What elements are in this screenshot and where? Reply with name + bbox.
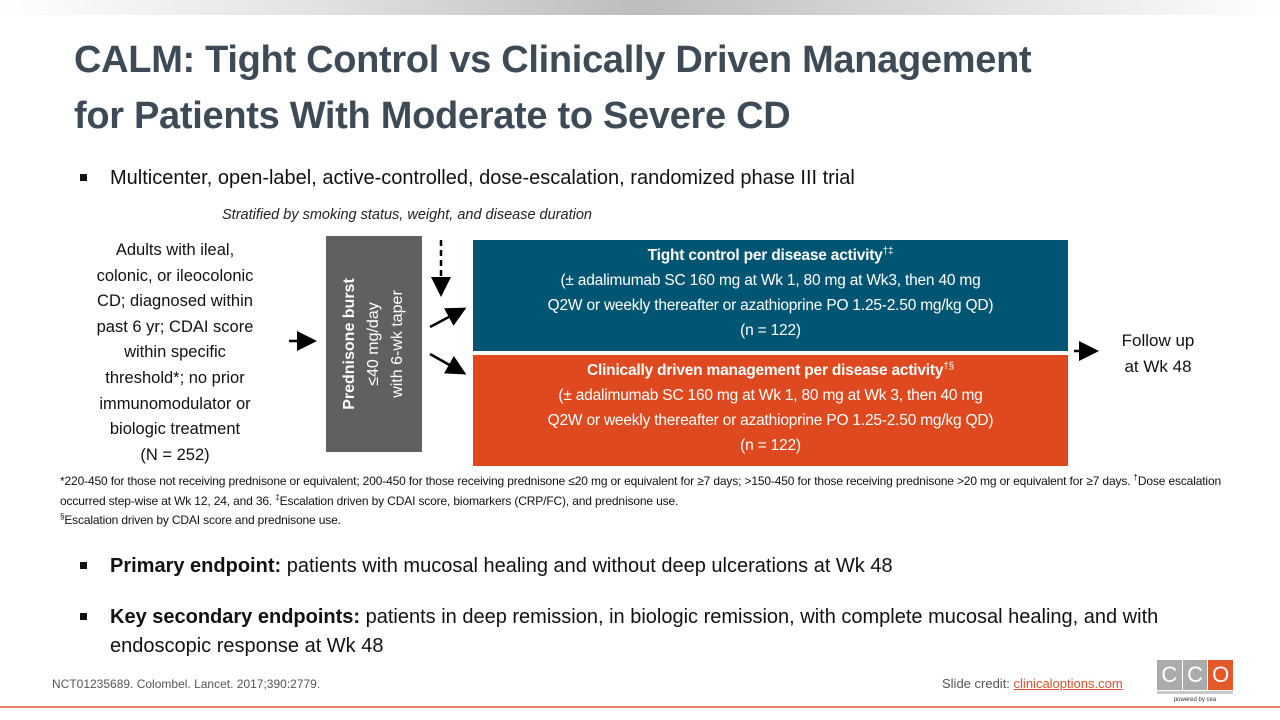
prednisone-box: Prednisone burst ≤40 mg/day with 6-wk ta… — [326, 236, 422, 452]
follow-up-label: Follow up at Wk 48 — [1108, 328, 1208, 380]
arm-title: Clinically driven management per disease… — [586, 362, 944, 379]
prednisone-line: with 6-wk taper — [389, 290, 406, 398]
population-line: (N = 252) — [140, 445, 210, 464]
footnotes: *220-450 for those not receiving prednis… — [60, 472, 1230, 531]
bullet-marker — [80, 174, 87, 181]
population-line: within specific — [124, 343, 226, 362]
bullet-label: Primary endpoint: — [110, 555, 282, 577]
logo-letter: C — [1182, 660, 1209, 690]
footnote-mark: ‡ — [275, 492, 280, 502]
bullet-text: patients in deep remission, in biologic … — [110, 606, 1159, 657]
top-gradient-bar — [0, 0, 1280, 15]
population-line: colonic, or ileocolonic — [96, 266, 254, 285]
slide-credit: Slide credit: clinicaloptions.com — [942, 676, 1123, 691]
arm-footnote-mark: †§ — [943, 360, 955, 372]
arm-line: Q2W or weekly thereafter or azathioprine… — [547, 297, 994, 314]
population-line: threshold*; no prior — [105, 368, 245, 387]
cco-logo: C C O powered by cea — [1157, 660, 1234, 703]
bullet-text: patients with mucosal healing and withou… — [281, 555, 893, 577]
stratification-note: Stratified by smoking status, weight, an… — [222, 207, 592, 223]
arm-line: Q2W or weekly thereafter or azathioprine… — [547, 412, 994, 429]
follow-up-line: Follow up — [1121, 331, 1195, 350]
prednisone-line: ≤40 mg/day — [365, 302, 382, 386]
footnote: Escalation driven by CDAI score and pred… — [64, 513, 341, 527]
arm-n: (n = 122) — [740, 322, 801, 339]
title-line-2: for Patients With Moderate to Severe CD — [74, 95, 791, 137]
citation: NCT01235689. Colombel. Lancet. 2017;390:… — [52, 677, 321, 691]
bullet-text: Multicenter, open-label, active-controll… — [110, 167, 855, 189]
footnote-mark: § — [60, 512, 65, 521]
credit-link[interactable]: clinicaloptions.com — [1013, 676, 1123, 691]
arm-n: (n = 122) — [740, 437, 801, 454]
bottom-divider — [0, 706, 1280, 708]
population-line: biologic treatment — [109, 420, 241, 439]
logo-letter: C — [1157, 660, 1183, 690]
follow-up-line: at Wk 48 — [1124, 357, 1192, 376]
title-line-1: CALM: Tight Control vs Clinically Driven… — [74, 39, 1032, 81]
footnote: Escalation driven by CDAI score, biomark… — [279, 493, 679, 508]
population-description: Adults with ileal, colonic, or ileocolon… — [70, 238, 280, 468]
bullet-marker — [80, 613, 87, 620]
clinical-management-arm: Clinically driven management per disease… — [473, 355, 1068, 466]
arrow-to-clinical — [429, 352, 467, 375]
page-title: CALM: Tight Control vs Clinically Driven… — [74, 32, 1032, 144]
population-line: Adults with ileal, — [115, 241, 235, 259]
arm-line: (± adalimumab SC 160 mg at Wk 1, 80 mg a… — [558, 387, 983, 404]
footnote: *220-450 for those not receiving prednis… — [60, 474, 1134, 488]
logo-tagline: powered by cea — [1173, 697, 1217, 703]
population-line: past 6 yr; CDAI score — [96, 317, 254, 336]
arm-line: (± adalimumab SC 160 mg at Wk 1, 80 mg a… — [560, 272, 981, 289]
prednisone-line: Prednisone burst — [341, 278, 358, 410]
footnote: Dose escalation occurred step-wise at Wk… — [60, 474, 1221, 508]
arm-footnote-mark: †‡ — [882, 245, 894, 257]
logo-underline — [1157, 691, 1233, 694]
population-line: CD; diagnosed within — [97, 292, 253, 311]
tight-control-arm: Tight control per disease activity†‡ (± … — [473, 240, 1068, 351]
credit-label: Slide credit: — [942, 676, 1014, 691]
arm-title: Tight control per disease activity — [647, 247, 883, 264]
bullet-marker — [80, 562, 87, 569]
population-line: immunomodulator or — [99, 394, 251, 413]
footnote-mark: † — [1133, 473, 1138, 482]
bullet-label: Key secondary endpoints: — [110, 606, 361, 628]
logo-letter: O — [1208, 660, 1234, 690]
arrow-to-tight-control — [429, 307, 467, 329]
